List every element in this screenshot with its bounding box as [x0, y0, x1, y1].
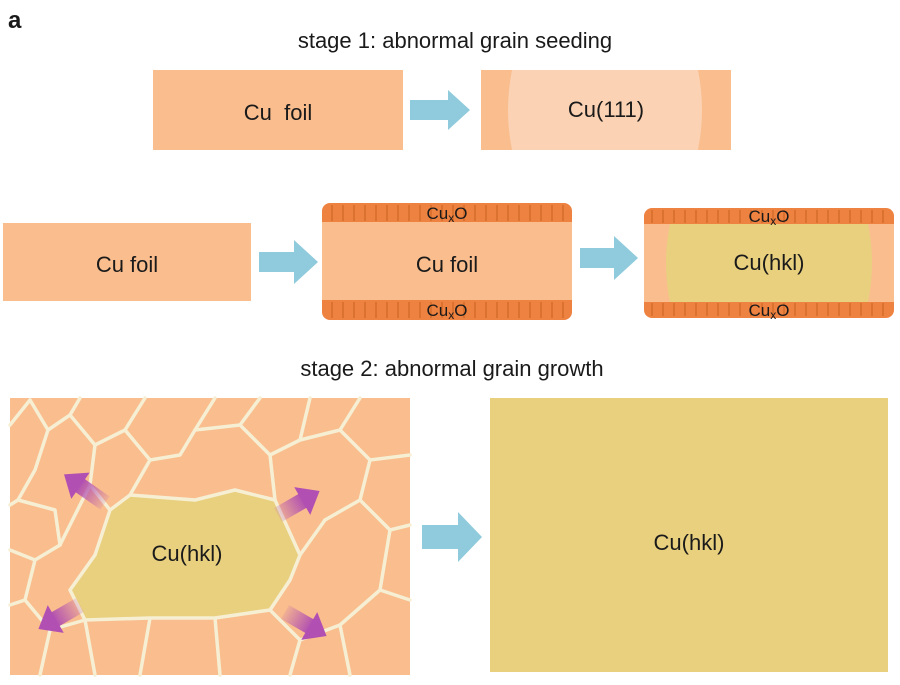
stage2-title: stage 2: abnormal grain growth — [300, 356, 603, 381]
row1-cu111-block — [481, 70, 731, 150]
growth-arrow-down-left — [38, 598, 84, 633]
row2-oxide-top-label: CuxO — [427, 204, 468, 225]
row1-cu-foil-label: Cu foil — [244, 100, 312, 125]
polycrystal-panel — [8, 396, 412, 677]
row2-cu-foil-label: Cu foil — [96, 252, 158, 277]
row3-right-hkl-label: Cu(hkl) — [654, 530, 725, 555]
growth-arrow-up-right — [274, 487, 320, 522]
single-crystal-panel — [490, 398, 888, 672]
row3-left-hkl-label: Cu(hkl) — [152, 541, 223, 566]
abnormal-grain — [68, 488, 302, 622]
row2-oxide-bottom-label: CuxO — [427, 301, 468, 322]
row2-hkl-label: Cu(hkl) — [734, 250, 805, 275]
row1-cu-foil-block — [153, 70, 403, 150]
panel-letter: a — [8, 7, 22, 34]
row2-arrow-2 — [580, 236, 638, 280]
row1-process-arrow — [410, 90, 470, 130]
growth-arrows — [38, 472, 327, 640]
row2-arrow-1 — [259, 240, 318, 284]
row1-cu111-label: Cu(111) — [568, 97, 644, 122]
growth-arrow-up-left — [64, 472, 110, 510]
row2-hkl-oxide-bottom-label: CuxO — [749, 301, 790, 322]
row2-cu-foil-middle-label: Cu foil — [416, 252, 478, 277]
row2-hkl-foil — [644, 208, 894, 318]
row3-process-arrow — [422, 512, 482, 562]
row2-hkl-oxide-top-label: CuxO — [749, 207, 790, 228]
growth-arrow-down-right — [281, 605, 327, 640]
row2-cu-foil-block — [3, 223, 251, 301]
grain-boundaries — [8, 396, 412, 677]
row2-oxidized-foil — [322, 203, 572, 320]
stage1-title: stage 1: abnormal grain seeding — [298, 28, 612, 53]
